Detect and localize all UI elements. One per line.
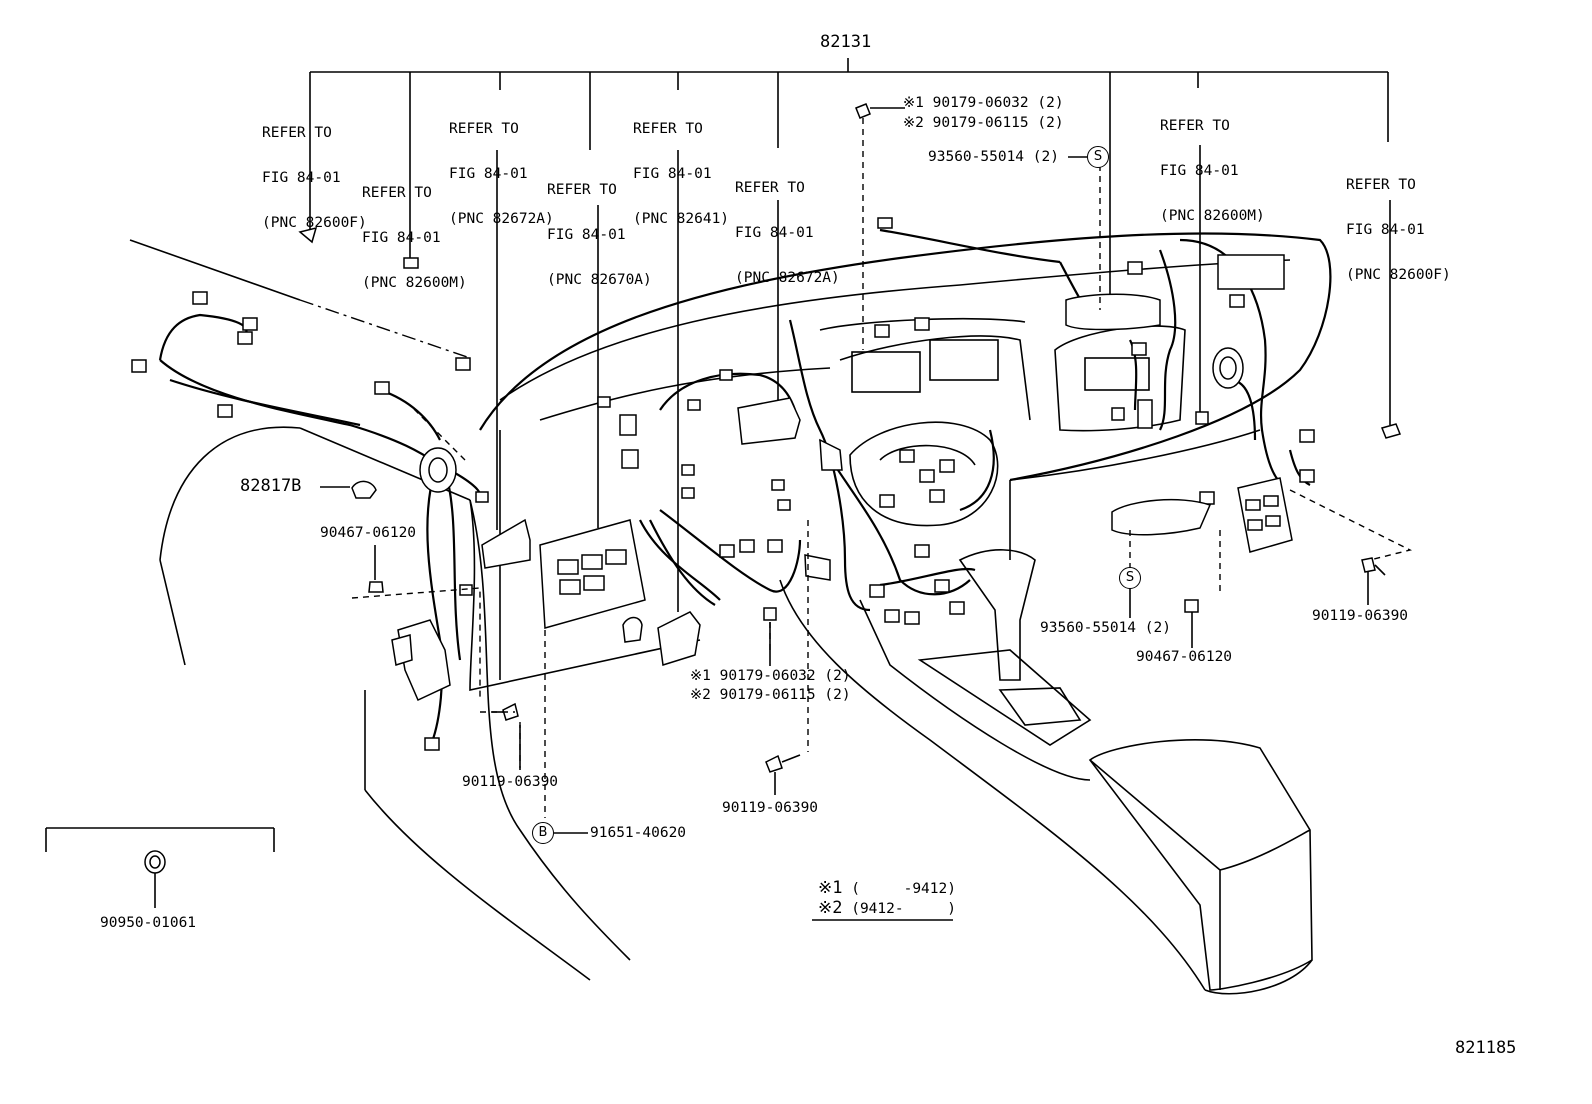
part-label-93560-bottom: 93560-55014 (2) (1040, 620, 1171, 636)
inset-bracket (45, 827, 275, 852)
legend-mark-1: ※1 (818, 878, 843, 898)
refer-label-82600f-right: REFER TO FIG 84-01 (PNC 82600F) (1346, 148, 1451, 298)
refer-label-line3: (PNC 82672A) (735, 270, 840, 286)
legend-mark-2: ※2 (818, 898, 843, 918)
refer-label-line1: REFER TO (1346, 177, 1416, 193)
marker-s-bottom: S (1119, 567, 1141, 589)
refer-label-line2: FIG 84-01 (547, 227, 626, 243)
main-part-bracket (309, 58, 1389, 322)
body-outline (129, 239, 631, 981)
fasteners (144, 103, 1386, 874)
part-label-90119-mid: 90119-06390 (722, 800, 819, 816)
electrical-components (391, 293, 1293, 702)
refer-label-line3: (PNC 82641) (633, 211, 730, 227)
part-label-93560-top: 93560-55014 (2) (928, 149, 1059, 165)
main-part-number: 82131 (820, 32, 872, 52)
legend-row-1: ※1 ( -9412) (818, 878, 956, 898)
part-label-90179-top-2: ※2 90179-06115 (2) (903, 115, 1064, 131)
refer-label-line1: REFER TO (547, 182, 617, 198)
refer-label-82672a-left: REFER TO FIG 84-01 (PNC 82672A) (449, 92, 554, 242)
refer-label-line3: (PNC 82600M) (1160, 208, 1265, 224)
part-label-91651: 91651-40620 (590, 825, 687, 841)
figure-number: 821185 (1455, 1038, 1517, 1058)
refer-label-line1: REFER TO (362, 185, 432, 201)
loose-connectors (298, 226, 1402, 439)
refer-label-line2: FIG 84-01 (1346, 222, 1425, 238)
part-label-90179-top-1: ※1 90179-06032 (2) (903, 95, 1064, 111)
refer-label-line2: FIG 84-01 (633, 166, 712, 182)
part-label-82817b: 82817B (240, 476, 302, 496)
refer-label-82600f-left: REFER TO FIG 84-01 (PNC 82600F) (262, 96, 367, 246)
refer-label-line1: REFER TO (262, 125, 332, 141)
legend-range-1: ( -9412) (851, 881, 956, 897)
refer-label-line3: (PNC 82600M) (362, 275, 467, 291)
marker-s-top: S (1087, 146, 1109, 168)
refer-label-82670a: REFER TO FIG 84-01 (PNC 82670A) (547, 153, 652, 303)
refer-label-line1: REFER TO (735, 180, 805, 196)
harness-connectors (131, 217, 1315, 751)
refer-label-line2: FIG 84-01 (362, 230, 441, 246)
refer-label-line2: FIG 84-01 (1160, 163, 1239, 179)
refer-label-82600m-left: REFER TO FIG 84-01 (PNC 82600M) (362, 156, 467, 306)
refer-label-82600m-right: REFER TO FIG 84-01 (PNC 82600M) (1160, 89, 1265, 239)
refer-label-line3: (PNC 82600F) (1346, 267, 1451, 283)
refer-label-line2: FIG 84-01 (449, 166, 528, 182)
refer-label-82641: REFER TO FIG 84-01 (PNC 82641) (633, 92, 729, 242)
part-label-90179-mid-2: ※2 90179-06115 (2) (690, 687, 851, 703)
grommets (419, 347, 1244, 493)
legend-range-2: (9412- ) (851, 901, 956, 917)
part-label-90179-mid-1: ※1 90179-06032 (2) (690, 668, 851, 684)
refer-label-line3: (PNC 82670A) (547, 272, 652, 288)
refer-leaders (496, 145, 1391, 612)
center-console (779, 549, 1313, 995)
legend-row-2: ※2 (9412- ) (818, 898, 956, 918)
refer-label-line1: REFER TO (633, 121, 703, 137)
refer-label-line1: REFER TO (449, 121, 519, 137)
part-label-90467-left: 90467-06120 (320, 525, 417, 541)
marker-b: B (532, 822, 554, 844)
part-label-90467-right: 90467-06120 (1136, 649, 1233, 665)
part-label-90119-left: 90119-06390 (462, 774, 559, 790)
refer-label-line2: FIG 84-01 (735, 225, 814, 241)
refer-label-line2: FIG 84-01 (262, 170, 341, 186)
label-leaders (154, 107, 1369, 908)
refer-label-line3: (PNC 82672A) (449, 211, 554, 227)
part-label-90119-right: 90119-06390 (1312, 608, 1409, 624)
refer-label-82672a-right: REFER TO FIG 84-01 (PNC 82672A) (735, 151, 840, 301)
refer-label-line3: (PNC 82600F) (262, 215, 367, 231)
refer-label-line1: REFER TO (1160, 118, 1230, 134)
part-label-90950: 90950-01061 (100, 915, 197, 931)
